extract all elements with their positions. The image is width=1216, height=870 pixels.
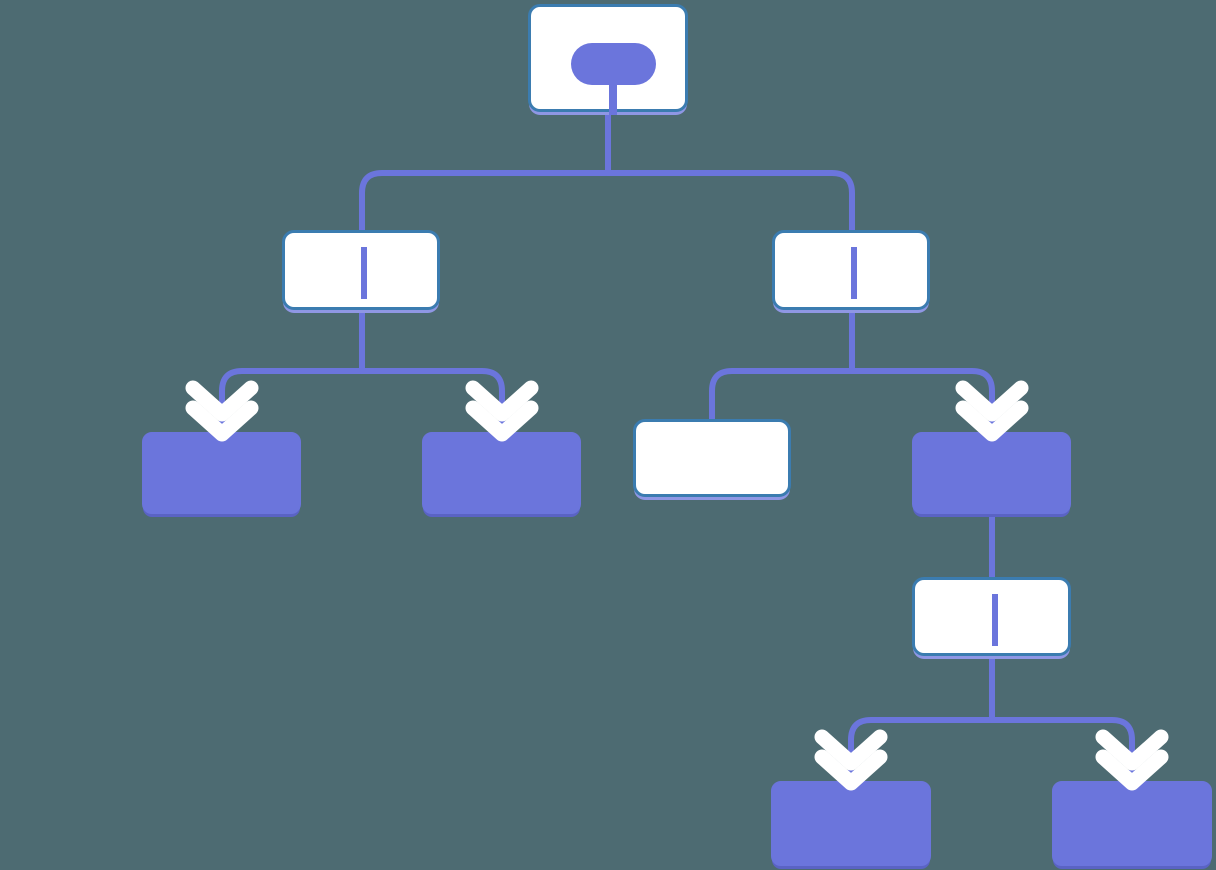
branch-node-deep[interactable] xyxy=(912,432,1071,514)
node-pass-through-line xyxy=(992,594,998,646)
leaf-node-3[interactable] xyxy=(771,781,931,866)
branch-node-left[interactable] xyxy=(282,230,440,310)
leaf-node-4[interactable] xyxy=(1052,781,1212,866)
leaf-node-2[interactable] xyxy=(422,432,581,514)
empty-node[interactable] xyxy=(633,419,791,497)
node-pass-through-line xyxy=(851,247,857,299)
node-pass-through-line xyxy=(361,247,367,299)
root-node[interactable] xyxy=(528,4,688,115)
root-stem-shape xyxy=(609,67,617,115)
leaf-node-1[interactable] xyxy=(142,432,301,514)
branch-node-right[interactable] xyxy=(772,230,930,310)
sub-branch-node[interactable] xyxy=(912,577,1071,656)
